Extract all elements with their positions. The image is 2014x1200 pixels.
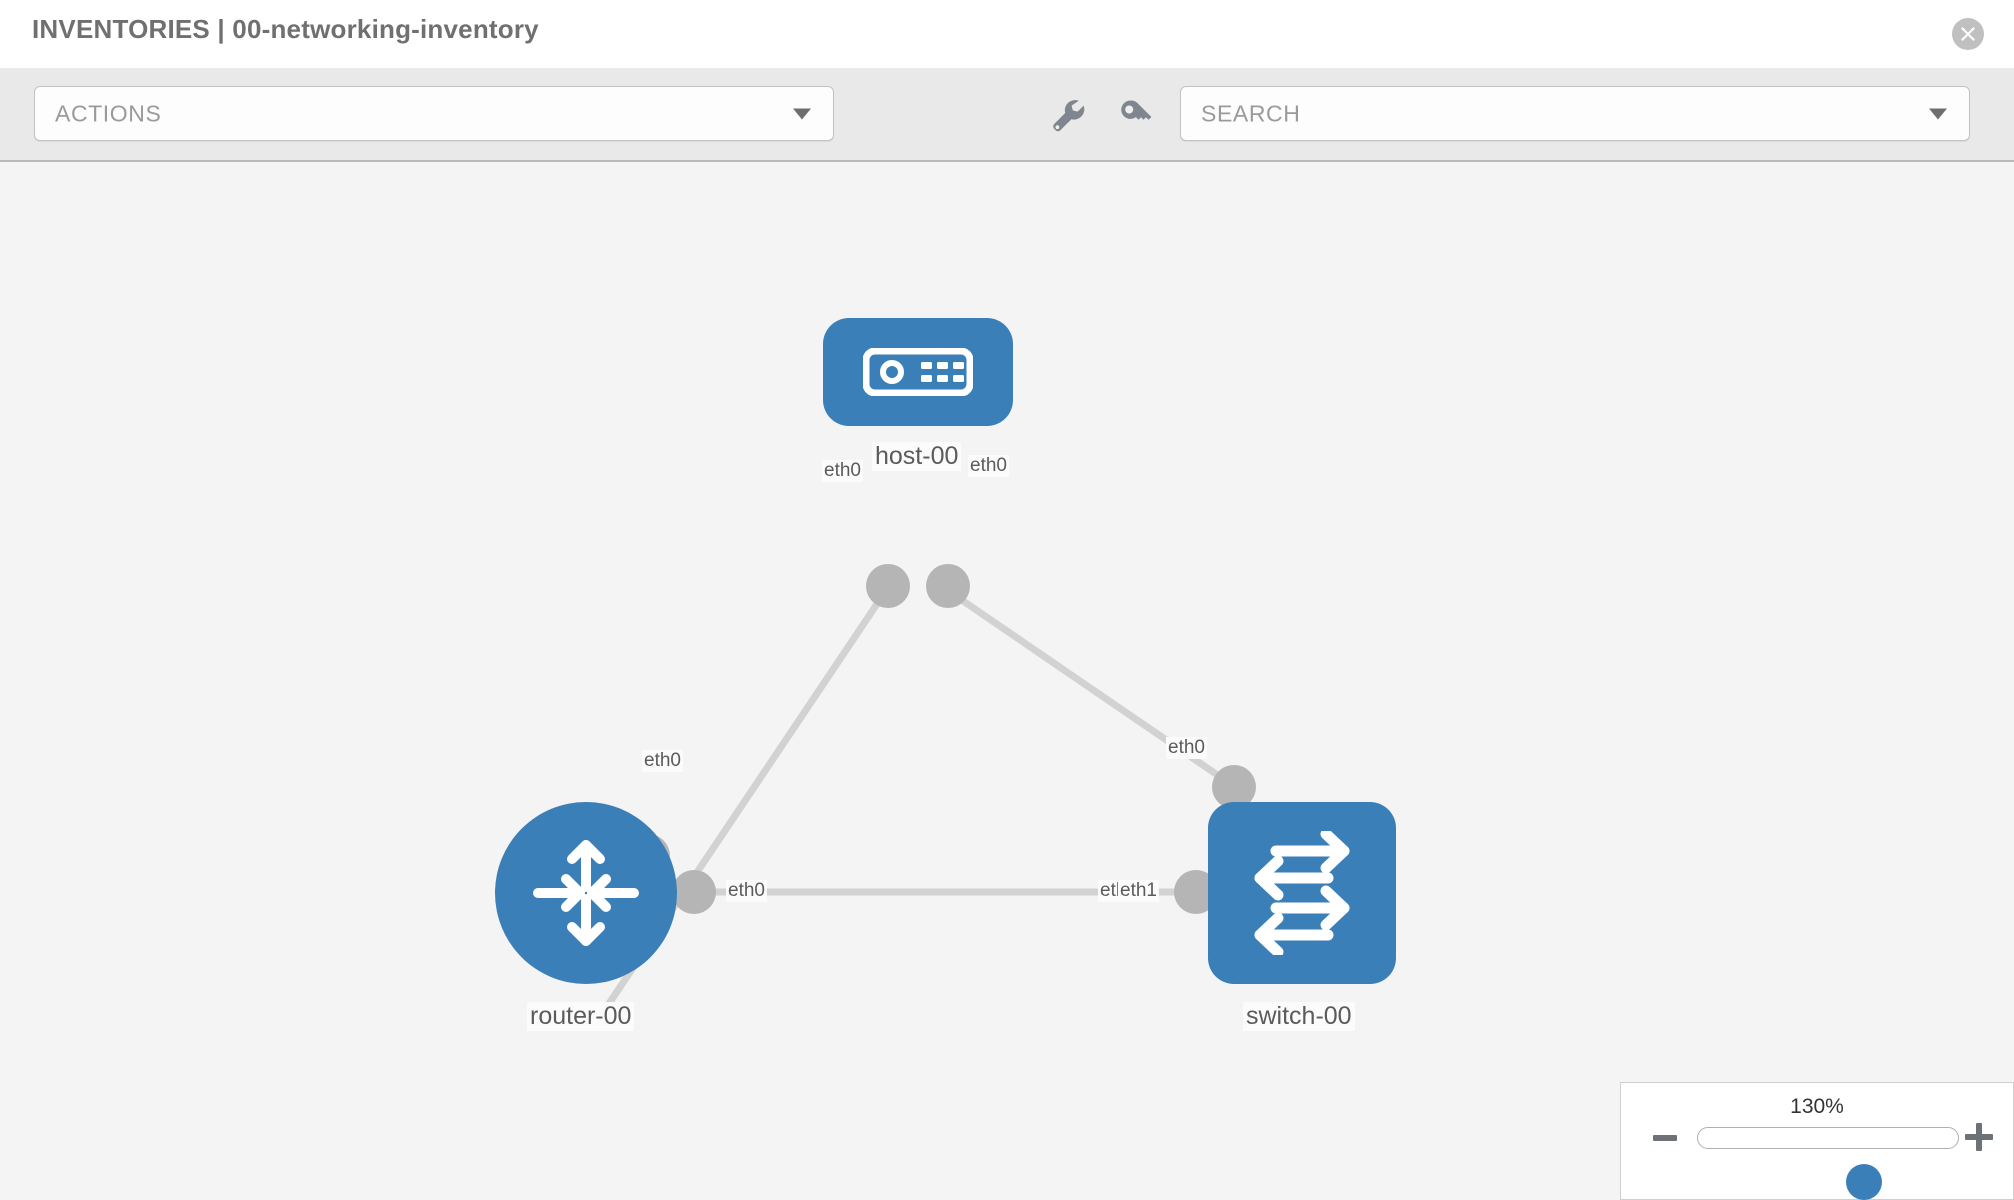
link-label-router-up: eth0 bbox=[642, 750, 683, 772]
switch-arrows-icon[interactable] bbox=[1208, 802, 1396, 984]
endpoint-host-left bbox=[866, 564, 910, 608]
topology-links bbox=[597, 564, 1256, 1019]
chevron-down-icon bbox=[793, 108, 811, 119]
topology-canvas[interactable]: host-00 bbox=[0, 162, 2014, 1200]
endpoint-host-right bbox=[926, 564, 970, 608]
link-label-host-right: eth0 bbox=[968, 455, 1009, 477]
zoom-in-button[interactable] bbox=[1965, 1123, 1993, 1151]
node-label-router: router-00 bbox=[527, 1002, 635, 1031]
close-icon[interactable] bbox=[1952, 18, 1984, 50]
chevron-down-icon bbox=[1929, 108, 1947, 119]
endpoint-switch-left bbox=[1174, 870, 1218, 914]
wrench-icon[interactable] bbox=[1046, 94, 1088, 136]
router-arrows-icon[interactable] bbox=[495, 802, 677, 984]
zoom-control-panel: 130% bbox=[1620, 1082, 2014, 1200]
node-label-switch: switch-00 bbox=[1243, 1002, 1355, 1031]
key-icon[interactable] bbox=[1114, 94, 1156, 136]
link-label-router-right: eth0 bbox=[726, 880, 767, 902]
link-label-switch-up: eth0 bbox=[1166, 737, 1207, 759]
search-dropdown[interactable]: SEARCH bbox=[1180, 86, 1970, 141]
actions-dropdown-label: ACTIONS bbox=[55, 100, 162, 126]
zoom-slider-track[interactable] bbox=[1697, 1127, 1959, 1200]
titlebar: INVENTORIES | 00-networking-inventory bbox=[0, 0, 2014, 68]
page-title: INVENTORIES | 00-networking-inventory bbox=[32, 14, 539, 44]
actions-dropdown[interactable]: ACTIONS bbox=[34, 86, 834, 141]
link-label-switch-left: eth1 bbox=[1118, 880, 1159, 902]
endpoint-router-right bbox=[672, 870, 716, 914]
zoom-slider-thumb[interactable] bbox=[1846, 1164, 1882, 1200]
zoom-out-button[interactable] bbox=[1653, 1135, 1677, 1141]
endpoint-switch-top bbox=[1212, 765, 1256, 809]
zoom-level-value: 130% bbox=[1790, 1095, 1844, 1118]
server-icon[interactable] bbox=[823, 318, 1013, 426]
link-label-host-left: eth0 bbox=[822, 460, 863, 482]
node-label-host: host-00 bbox=[872, 442, 962, 471]
search-input-placeholder: SEARCH bbox=[1201, 100, 1301, 126]
